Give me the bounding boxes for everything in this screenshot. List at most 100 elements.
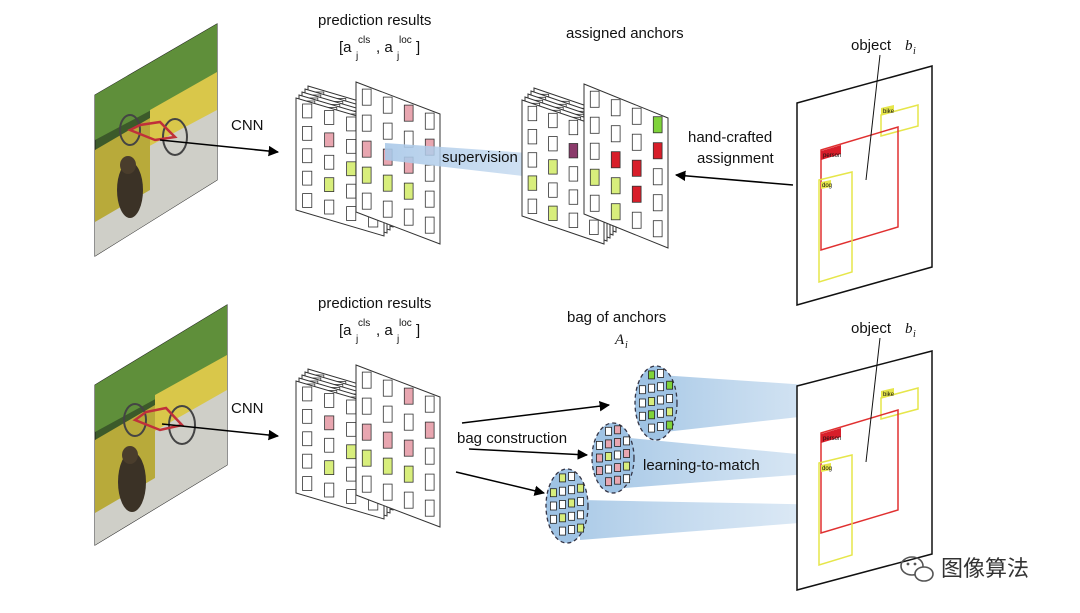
anchor-cell	[361, 166, 372, 184]
input-image-top	[94, 23, 218, 257]
anchor-cell	[610, 151, 621, 169]
anchor-cell	[424, 216, 435, 234]
anchor-cell	[666, 394, 673, 403]
anchor-cell	[361, 423, 372, 441]
anchor-cell	[648, 383, 655, 393]
anchor-cell	[577, 510, 584, 520]
prediction-grid-bottom	[295, 364, 441, 528]
anchor-cell	[614, 463, 621, 473]
anchor-cell	[403, 387, 414, 405]
anchor-cell	[403, 439, 414, 457]
anchor-cell	[605, 452, 612, 461]
anchor-cell	[550, 488, 557, 498]
person-box	[820, 125, 899, 252]
anchor-cell	[568, 485, 575, 495]
anchor-cell	[652, 220, 663, 238]
svg-text:图像算法: 图像算法	[941, 557, 1029, 582]
anchor-cell	[652, 116, 663, 134]
anchor-cell	[648, 423, 655, 433]
anchor-cell	[550, 514, 557, 524]
svg-text:j: j	[355, 51, 358, 62]
anchor-cell	[324, 110, 335, 125]
anchor-cell	[652, 142, 663, 160]
anchor-cell	[382, 200, 393, 218]
anchor-cell	[424, 112, 435, 130]
top-panel: CNN prediction results [a j cls , a j lo…	[94, 12, 933, 306]
prediction-title-bottom: prediction results	[318, 295, 431, 312]
input-image-bottom	[94, 304, 228, 546]
anchor-cell	[424, 421, 435, 439]
anchor-cell	[382, 457, 393, 475]
bag-construction-label: bag construction	[457, 430, 567, 447]
anchor-cell	[361, 475, 372, 493]
anchor-cell	[324, 132, 335, 148]
anchor-cell	[666, 380, 673, 390]
svg-text:]: ]	[416, 39, 420, 56]
anchor-cell	[631, 107, 642, 125]
anchor-cell	[346, 183, 357, 199]
bottom-panel: CNN prediction results [a j cls , a j lo…	[94, 295, 933, 591]
anchor-cell	[361, 88, 372, 106]
pred-front-card	[355, 364, 441, 528]
anchor-cell	[577, 483, 584, 493]
anchor-cell	[548, 205, 558, 221]
svg-text:bag of anchors: bag of anchors	[567, 309, 666, 326]
anchor-cell	[568, 212, 579, 228]
assigned-anchors-grid	[521, 83, 669, 249]
anchor-cell	[559, 513, 566, 523]
anchor-cell	[361, 140, 372, 158]
anchor-cell	[403, 104, 414, 122]
anchor-cell	[568, 119, 579, 136]
anchor-bag-2	[591, 422, 635, 494]
anchor-cell	[631, 133, 642, 151]
anchor-cell	[382, 483, 393, 501]
anchor-cell	[568, 511, 575, 521]
anchor-cell	[424, 499, 435, 517]
anchor-cell	[589, 116, 600, 134]
svg-text:, a: , a	[376, 322, 393, 339]
anchor-bag-1	[634, 365, 678, 441]
wechat-icon	[900, 556, 934, 582]
anchor-cell	[648, 410, 655, 420]
anchor-cell	[346, 116, 357, 132]
anchor-cell	[605, 426, 612, 436]
anchor-cell	[631, 211, 642, 229]
anchor-cell	[610, 203, 621, 221]
anchor-cell	[657, 422, 664, 432]
anchor-cell	[382, 405, 393, 423]
anchor-cell	[346, 421, 357, 437]
svg-text:i: i	[913, 46, 916, 57]
anchor-cell	[657, 382, 664, 392]
anchor-cell	[324, 199, 335, 215]
anchor-cell	[302, 126, 313, 141]
anchor-cell	[610, 99, 621, 117]
anchor-cell	[403, 208, 414, 226]
anchor-cell	[403, 413, 414, 431]
bag-title: bag of anchors A i	[567, 309, 666, 351]
anchor-cell	[648, 370, 655, 380]
anchor-cell	[324, 415, 335, 431]
hand-crafted-label: hand-crafted	[688, 129, 772, 146]
anchor-cell	[302, 476, 313, 491]
anchor-cell	[610, 125, 621, 143]
anchor-cell	[403, 182, 414, 200]
anchor-cell	[577, 497, 584, 506]
anchor-cell	[652, 168, 663, 186]
anchor-cell	[559, 486, 566, 496]
anchor-cell	[324, 460, 335, 476]
anchor-cell	[614, 425, 621, 435]
anchor-cell	[605, 439, 612, 449]
svg-text:person: person	[823, 153, 841, 159]
anchor-cell	[631, 185, 642, 203]
anchor-cell	[631, 159, 642, 177]
anchor-cell	[527, 175, 538, 191]
anchor-cell	[346, 466, 357, 482]
svg-text:j: j	[355, 334, 358, 345]
anchor-cell	[614, 450, 621, 460]
anchor-cell	[302, 148, 313, 164]
anchor-cell	[403, 465, 414, 483]
anchor-cell	[568, 189, 579, 205]
anchor-cell	[548, 112, 558, 129]
svg-text:object: object	[851, 320, 892, 337]
pred-front-card	[355, 81, 441, 245]
